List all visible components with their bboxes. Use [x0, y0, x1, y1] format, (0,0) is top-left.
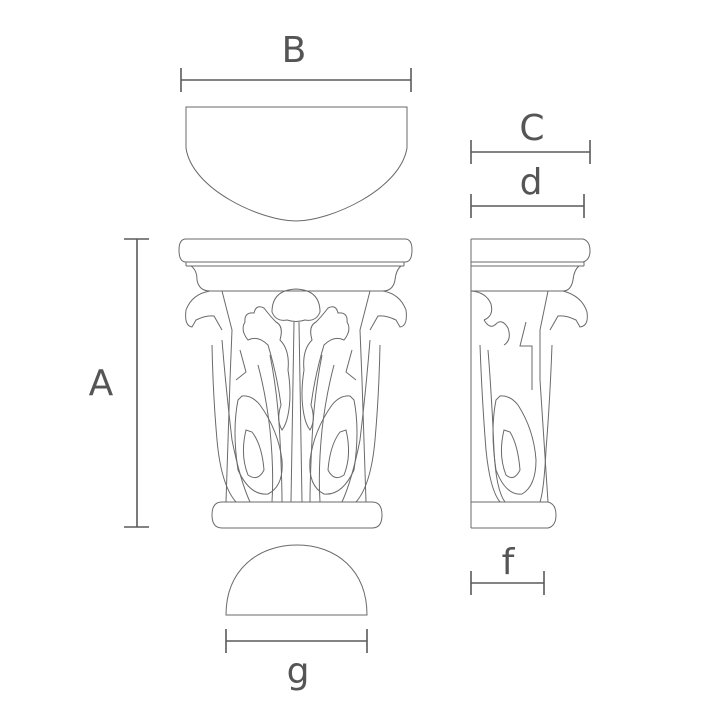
dimension-label-f: f: [501, 542, 515, 583]
top-view-shape: [185, 106, 408, 222]
dimension-label-g: g: [286, 651, 310, 692]
dimension-line-g: [225, 629, 368, 653]
dimension-label-c: C: [519, 108, 545, 149]
dimension-line-f: [470, 571, 545, 595]
dimension-line-c: [470, 140, 591, 164]
front-view: [178, 238, 413, 529]
dimension-label-b: B: [281, 30, 307, 71]
side-view: [470, 238, 591, 529]
dimension-line-d: [470, 194, 585, 218]
dimension-line-a: [124, 238, 149, 528]
bottom-view-shape: [225, 544, 368, 616]
dimension-line-b: [180, 68, 412, 92]
dimension-label-d: d: [519, 162, 543, 203]
dimension-label-a: A: [88, 363, 114, 404]
